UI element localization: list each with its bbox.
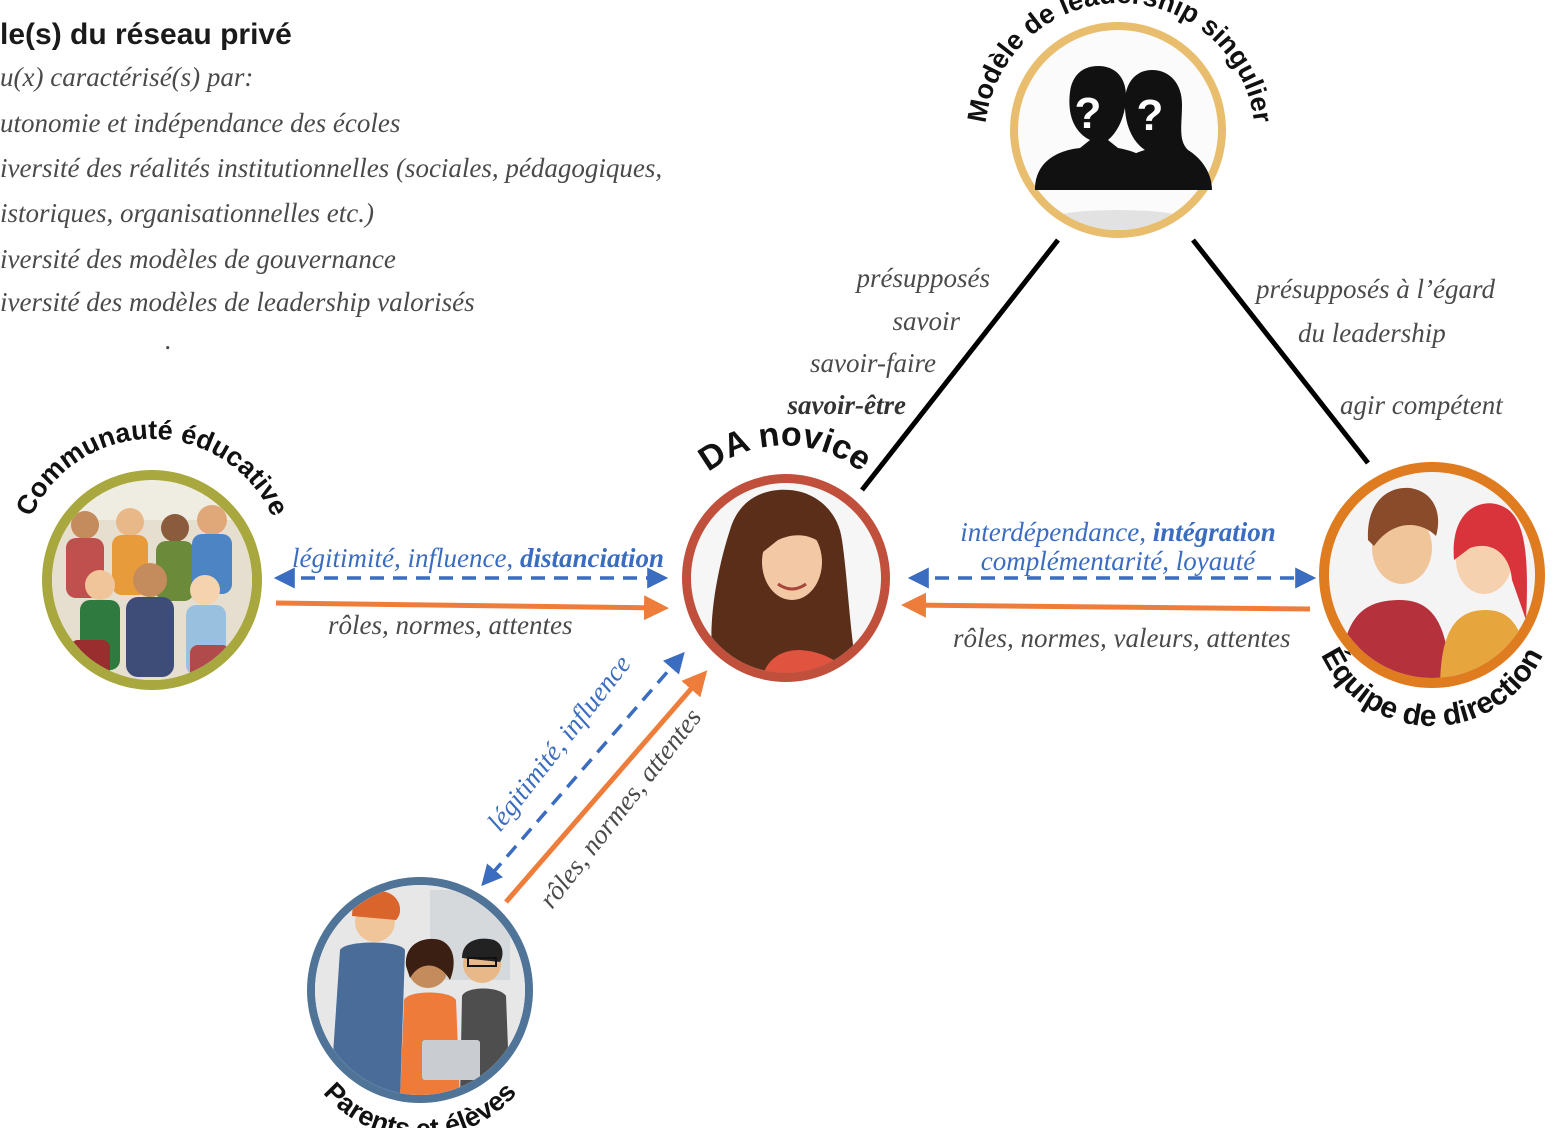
parents-blue-arrow bbox=[481, 651, 685, 887]
header-title: le(s) du réseau privé bbox=[0, 18, 292, 51]
label-presupposes-leadership-2: du leadership bbox=[1298, 318, 1446, 348]
label-savoir-etre: savoir-être bbox=[787, 390, 906, 420]
parents-node bbox=[307, 877, 533, 1103]
label-savoir-faire: savoir-faire bbox=[810, 348, 936, 378]
label-agir-competent: agir compétent bbox=[1340, 390, 1504, 420]
label-community-blue: légitimité, influence, distanciation bbox=[292, 543, 664, 573]
direction-team-node bbox=[1319, 462, 1545, 688]
label-team-blue-1: interdépendance, intégration bbox=[960, 517, 1275, 547]
header-dot: . bbox=[165, 325, 172, 355]
parents-orange-arrow bbox=[504, 670, 708, 904]
leadership-model-node: ? ? bbox=[1010, 22, 1226, 238]
header-line-3: iversité des réalités institutionnelles … bbox=[0, 153, 663, 183]
question-mark-right: ? bbox=[1137, 91, 1164, 140]
label-team-orange: rôles, normes, valeurs, attentes bbox=[953, 623, 1290, 653]
header-line-6: iversité des modèles de leadership valor… bbox=[0, 287, 475, 317]
silhouettes-icon: ? ? bbox=[1035, 66, 1212, 190]
label-savoir: savoir bbox=[893, 306, 961, 336]
model-to-team-line bbox=[1191, 238, 1370, 465]
team-orange-arrow bbox=[901, 592, 1311, 618]
da-novice-node bbox=[682, 474, 890, 682]
label-team-blue-2: complémentarité, loyauté bbox=[981, 546, 1256, 576]
community-node bbox=[42, 470, 262, 690]
header-line-1: u(x) caractérisé(s) par: bbox=[0, 62, 254, 92]
header-line-2: utonomie et indépendance des écoles bbox=[0, 108, 401, 138]
da-novice-title: DA novice bbox=[692, 415, 879, 479]
community-orange-arrow bbox=[275, 595, 669, 621]
header-line-5: iversité des modèles de gouvernance bbox=[0, 244, 396, 274]
model-to-da-line bbox=[860, 238, 1060, 492]
question-mark-left: ? bbox=[1075, 89, 1102, 138]
parents-students-illustration bbox=[315, 885, 525, 1095]
community-group-illustration bbox=[52, 505, 252, 680]
label-community-orange: rôles, normes, attentes bbox=[328, 610, 572, 640]
header-line-4: istoriques, organisationnelles etc.) bbox=[0, 198, 374, 228]
label-presupposes-leadership-1: présupposés à l’égard bbox=[1254, 274, 1495, 304]
label-presupposes: présupposés bbox=[855, 263, 991, 293]
